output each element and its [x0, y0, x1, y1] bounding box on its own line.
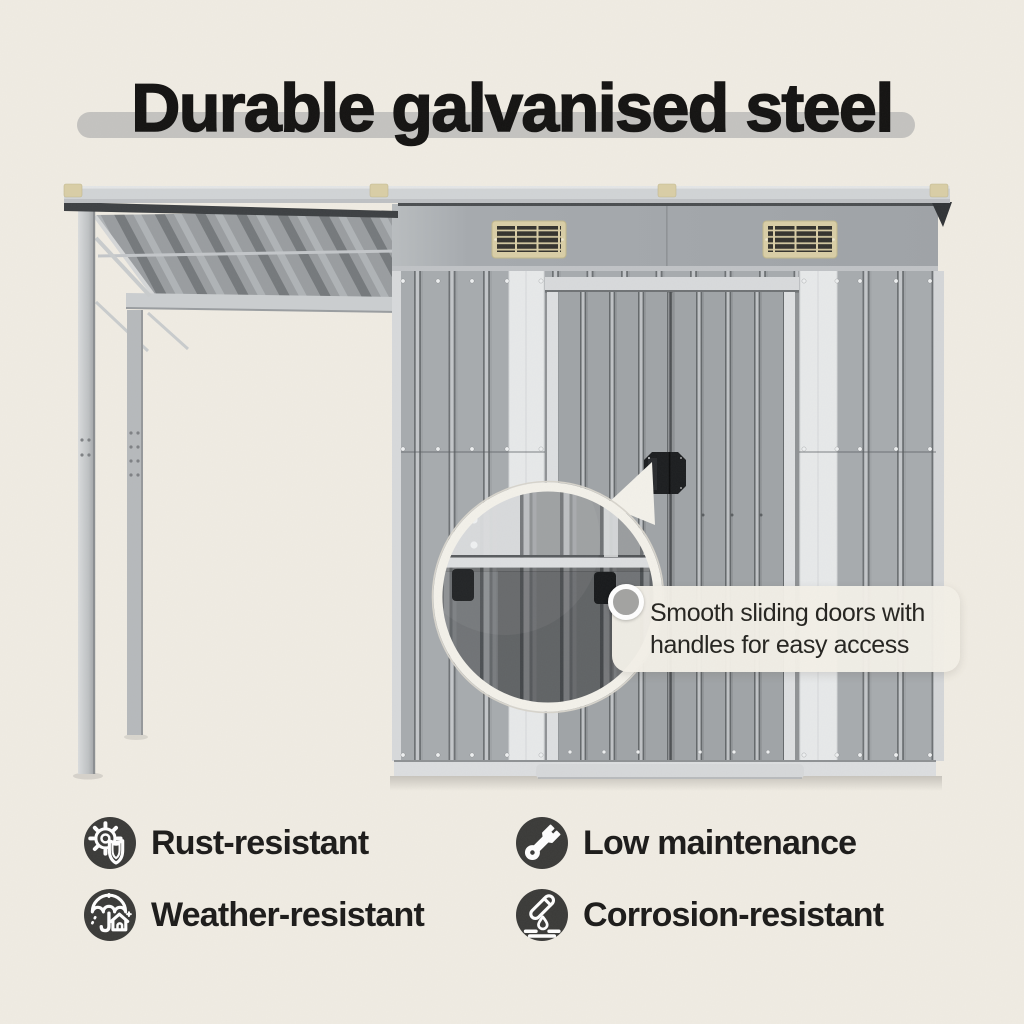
door-sill-ramp — [536, 764, 804, 779]
header-seam — [666, 204, 668, 271]
callout-anchor-dot — [608, 584, 644, 620]
feature-label: Low maintenance — [583, 823, 857, 862]
post-edge — [93, 206, 96, 774]
door-top-rail — [545, 277, 799, 292]
feature-weather-resistant: Weather-resistant — [84, 889, 425, 941]
feature-label: Corrosion-resistant — [583, 895, 884, 934]
air-vent-left — [491, 220, 567, 259]
door-edge-trim — [784, 292, 795, 763]
post-edge — [141, 310, 143, 735]
page-title: Durable galvanised steel — [130, 70, 895, 146]
shed-header — [392, 204, 938, 271]
wall-base-line — [394, 760, 936, 762]
feature-rust-resistant: Rust-resistant — [84, 817, 369, 869]
header-bottom-trim — [392, 266, 938, 271]
feature-label: Rust-resistant — [151, 823, 369, 862]
umbrella-house-icon — [84, 889, 136, 941]
strip-joint — [836, 271, 838, 761]
gear-shield-icon — [84, 817, 136, 869]
feature-callout-bubble: Smooth sliding doors with handles for ea… — [608, 584, 960, 672]
strip-joint — [799, 271, 801, 761]
roof-highlight — [64, 186, 950, 189]
canopy-post-inner — [127, 310, 143, 735]
callout-text-line2: handles for easy access — [650, 631, 910, 659]
feature-low-maintenance: Low maintenance — [516, 817, 857, 869]
corrosion-test-icon — [516, 889, 568, 941]
canopy-post-front — [78, 206, 95, 774]
callout-text-line1: Smooth sliding doors with — [650, 599, 925, 627]
corner-trim-right — [934, 271, 944, 761]
wrench-icon — [516, 817, 568, 869]
shed-body — [392, 204, 944, 779]
feature-label: Weather-resistant — [151, 895, 425, 934]
door-right — [673, 292, 795, 763]
corner-trim-left — [392, 271, 401, 761]
air-vent-right — [762, 220, 838, 259]
door-seam — [669, 292, 672, 763]
strip-joint — [817, 271, 819, 761]
side-canopy — [73, 206, 399, 780]
feature-corrosion-resistant: Corrosion-resistant — [516, 889, 884, 941]
roof-lower-edge — [64, 199, 950, 203]
